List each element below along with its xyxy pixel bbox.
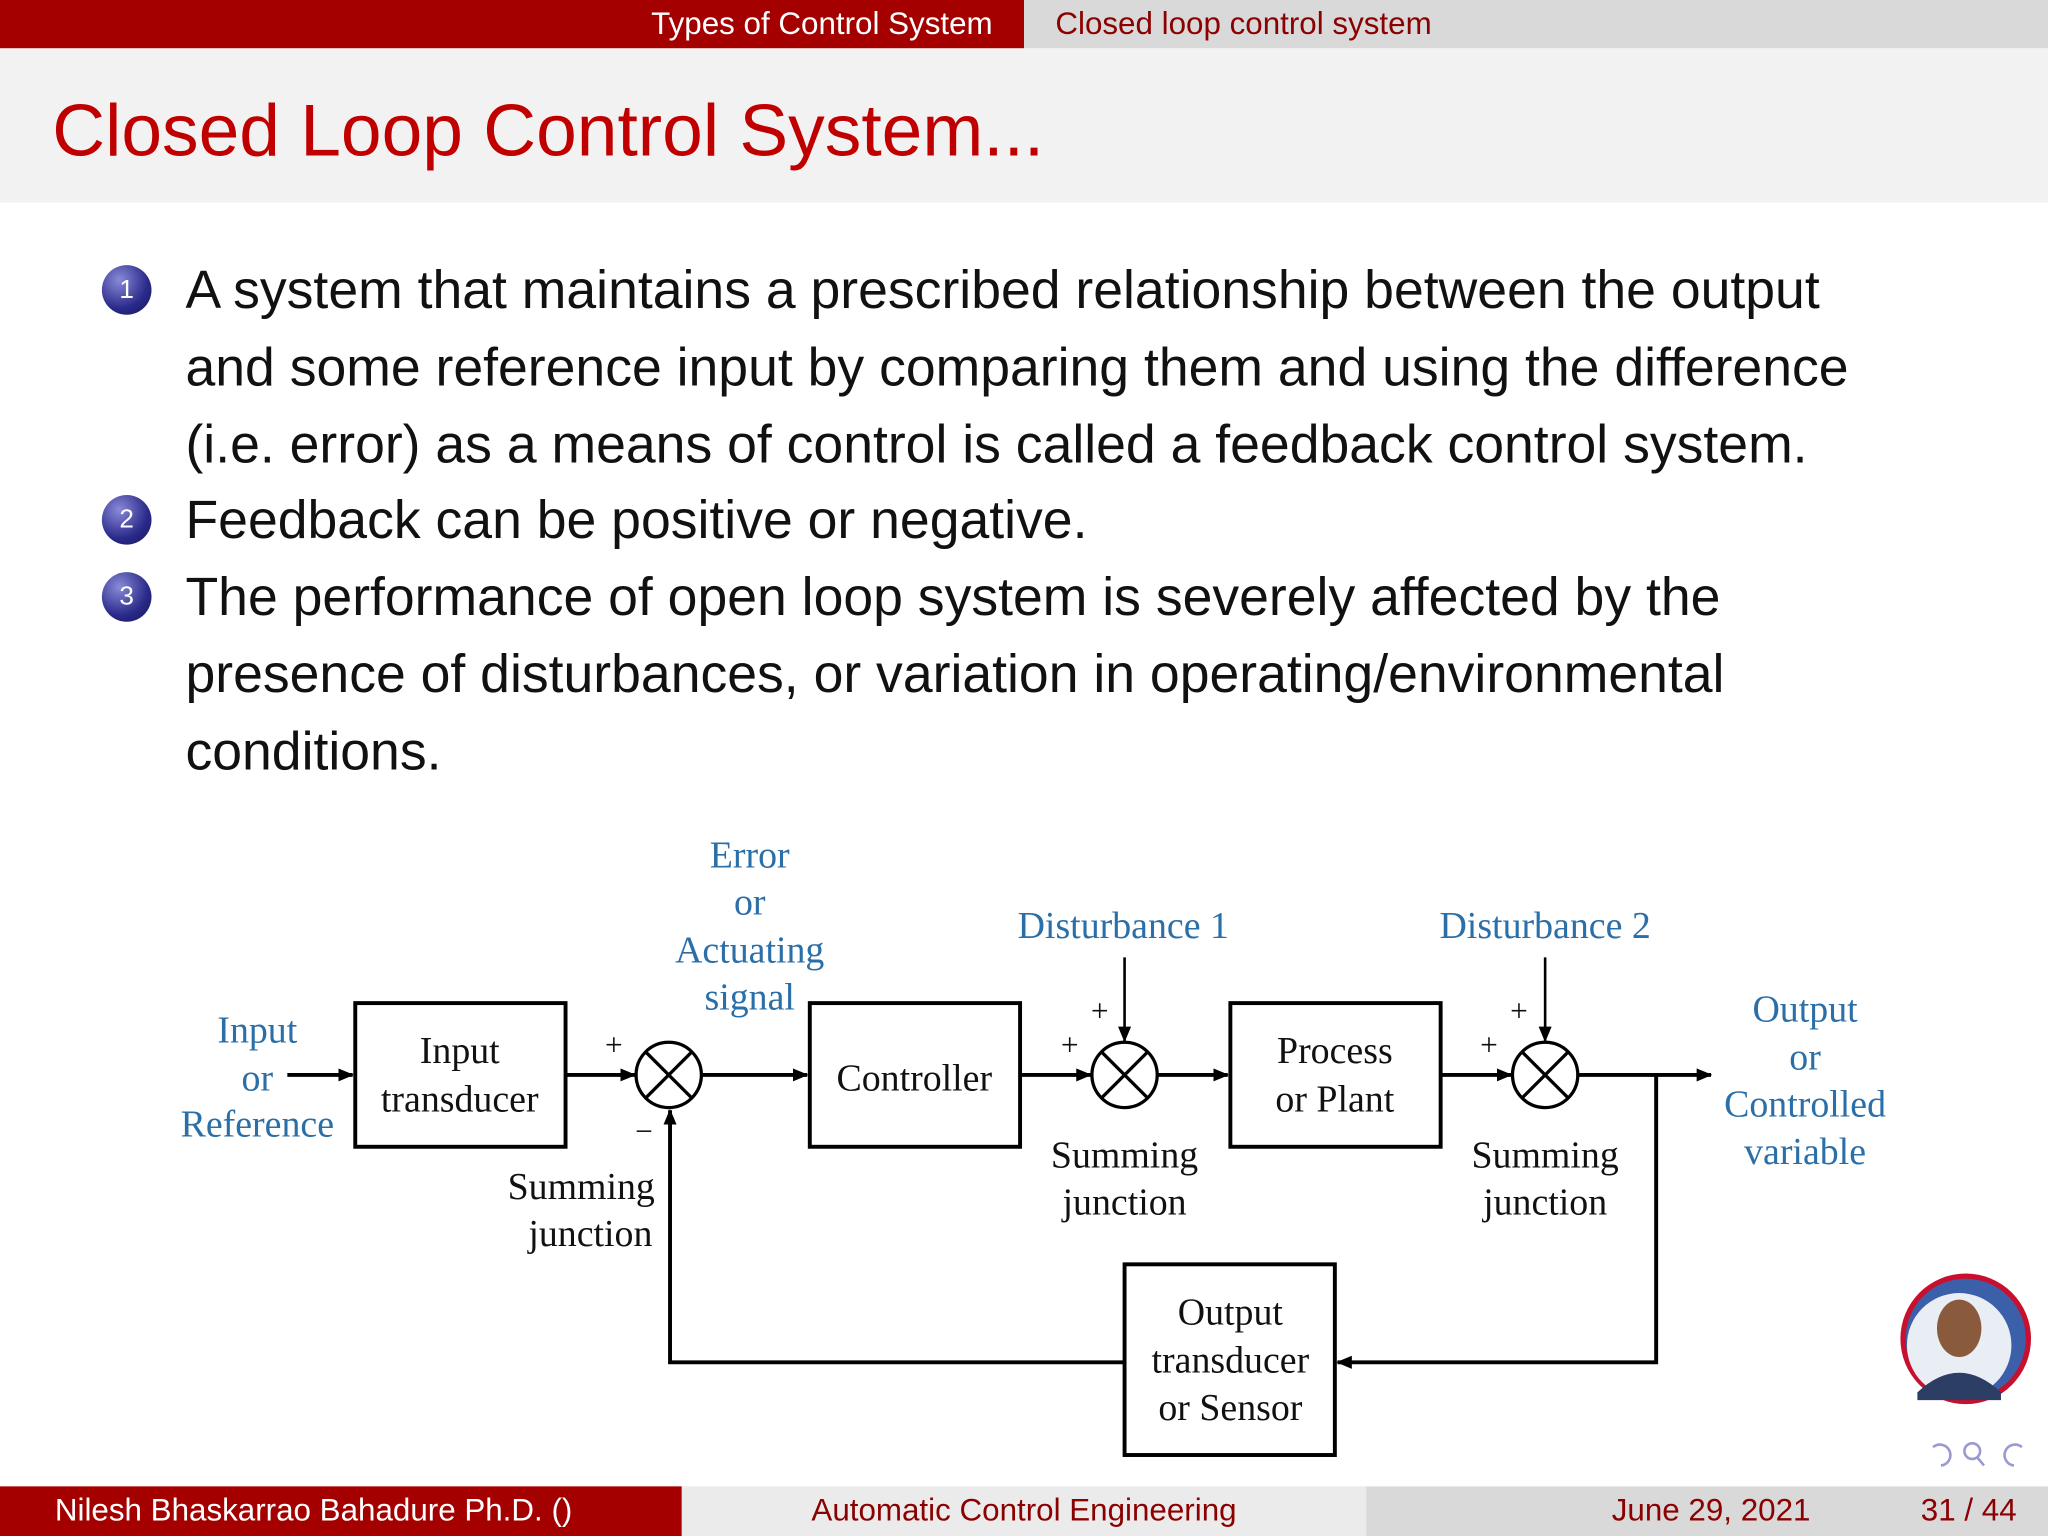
output-label: Controlled	[1724, 1084, 1886, 1126]
bullet-1-line: A system that maintains a prescribed rel…	[185, 259, 1820, 320]
feedback-path	[1336, 1074, 1659, 1369]
summing-junction-label: junction	[1061, 1182, 1187, 1224]
output-transducer-box	[1122, 1262, 1337, 1457]
input-label: or	[242, 1058, 274, 1100]
input-label: Reference	[181, 1103, 334, 1145]
forward-icon[interactable]	[2003, 1443, 2023, 1467]
bullet-1-line: (i.e. error) as a means of control is ca…	[185, 414, 1808, 475]
plus-sign: +	[1510, 993, 1528, 1028]
output-label: or	[1789, 1037, 1821, 1079]
header-subsection[interactable]: Closed loop control system	[1023, 0, 2048, 49]
disturbance1-label: Disturbance 1	[1018, 905, 1229, 947]
process-text: Process	[1277, 1030, 1393, 1072]
bullet-3-line: The performance of open loop system is s…	[185, 566, 1721, 627]
footer-author: Nilesh Bhaskarrao Bahadure Ph.D. ()	[0, 1486, 682, 1536]
footer-meta: June 29, 2021 31 / 44	[1366, 1486, 2048, 1536]
error-label: Error	[710, 834, 790, 876]
header-section[interactable]: Types of Control System	[0, 0, 1024, 49]
bullet-1-line: and some reference input by comparing th…	[185, 336, 1849, 398]
output-transducer-text: Output	[1178, 1291, 1284, 1333]
summing-junction-2	[1090, 1040, 1159, 1110]
controller-text: Controller	[836, 1058, 992, 1100]
bullet-3-line: presence of disturbances, or variation i…	[185, 643, 1725, 704]
author-text: Nilesh Bhaskarrao Bahadure Ph.D. ()	[54, 1492, 573, 1529]
summing-junction-label: Summing	[1472, 1135, 1619, 1177]
subsection-label: Closed loop control system	[1055, 6, 1432, 42]
nav-controls[interactable]	[1932, 1441, 2023, 1467]
error-label: Actuating	[675, 930, 824, 972]
presenter-avatar	[1900, 1273, 2032, 1405]
title-band: Closed Loop Control System...	[0, 48, 2048, 203]
summing-junction-1	[634, 1040, 704, 1110]
plus-sign: +	[1091, 993, 1109, 1028]
process-text: or Plant	[1275, 1079, 1394, 1121]
page-number: 31 / 44	[1920, 1492, 2017, 1529]
bullet-2-line: Feedback can be positive or negative.	[185, 489, 1088, 550]
back-icon[interactable]	[1932, 1443, 1952, 1467]
summing-junction-label: Summing	[1051, 1135, 1198, 1177]
input-transducer-box	[353, 1001, 568, 1149]
input-label: Input	[217, 1009, 297, 1051]
process-box	[1228, 1001, 1443, 1149]
disturbance2-label: Disturbance 2	[1439, 905, 1650, 947]
plus-sign: +	[1480, 1027, 1498, 1062]
section-label: Types of Control System	[651, 6, 993, 42]
bullet-3-line: conditions.	[185, 720, 442, 782]
output-transducer-text: transducer	[1152, 1340, 1310, 1382]
summing-junction-3	[1510, 1040, 1580, 1110]
bullet-number-1: 1	[101, 265, 152, 315]
output-transducer-text: or Sensor	[1158, 1387, 1302, 1429]
summing-junction-label: junction	[526, 1213, 652, 1255]
error-label: signal	[704, 977, 794, 1019]
bullet-number-3: 3	[101, 572, 152, 622]
footer: Nilesh Bhaskarrao Bahadure Ph.D. () Auto…	[0, 1486, 2048, 1536]
input-transducer-text: transducer	[381, 1079, 539, 1121]
error-label: or	[734, 881, 766, 923]
minus-sign: −	[635, 1114, 653, 1149]
summing-junction-label: Summing	[508, 1166, 655, 1208]
output-label: variable	[1744, 1131, 1866, 1173]
search-icon[interactable]	[1963, 1441, 1982, 1461]
plus-sign: +	[605, 1027, 623, 1062]
output-label: Output	[1752, 988, 1858, 1030]
input-transducer-text: Input	[420, 1030, 500, 1072]
plus-sign: +	[1061, 1027, 1079, 1062]
bullet-number-2: 2	[101, 495, 152, 545]
footer-date: June 29, 2021	[1611, 1492, 1811, 1529]
footer-course: Automatic Control Engineering	[681, 1486, 1367, 1536]
slide-title: Closed Loop Control System...	[52, 88, 1045, 172]
summing-junction-label: junction	[1481, 1182, 1607, 1224]
feedback-return	[663, 1108, 1125, 1365]
